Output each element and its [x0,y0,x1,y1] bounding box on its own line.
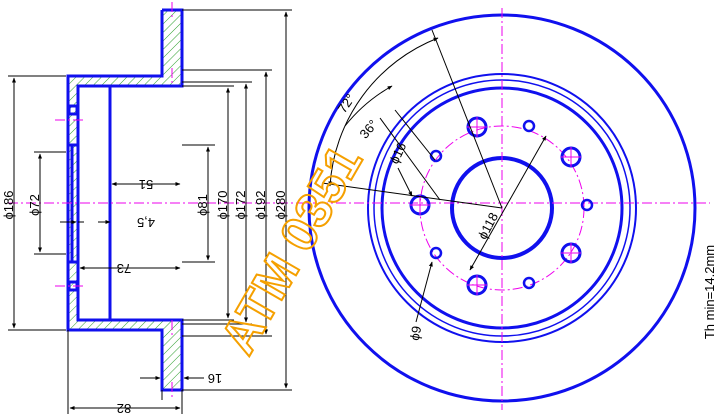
dim-16: 16 [208,371,222,386]
dim-51: 51 [139,177,153,192]
dim-phi186: ϕ186 [1,191,16,220]
dim-phi280: ϕ280 [273,191,288,220]
dim-phi81: ϕ81 [195,194,210,216]
bolt-holes-large [409,116,582,296]
hole-centermarks [410,117,581,295]
dim-phi118: ϕ118 [475,210,501,242]
dim-phi72: ϕ72 [27,194,42,216]
dim-phi172: ϕ172 [233,191,248,220]
front-dimension-lines [321,29,547,323]
dim-4-5: 4,5 [137,215,155,230]
dim-phi16: ϕ16 [387,140,410,166]
section-view: ϕ186 ϕ72 ϕ81 ϕ170 ϕ172 ϕ192 ϕ280 51 4,5 … [1,2,300,416]
dim-phi170: ϕ170 [215,191,230,220]
dim-73: 73 [117,261,131,276]
watermark: ATM 0351 [210,136,373,363]
thickness-note: Th min=14.2mm [702,245,717,339]
section-centerlines [8,2,300,400]
dim-phi9: ϕ9 [407,325,424,342]
section-dimension-lines [8,9,292,414]
dim-angle-36: 36° [356,117,380,142]
dim-angle-72: 72° [335,91,359,116]
dim-82: 82 [117,401,131,416]
section-hatching [68,10,182,390]
front-view: 72° 36° ϕ16 ϕ118 ϕ9 Th min=14.2mm [300,8,717,410]
dim-phi192: ϕ192 [253,191,268,220]
